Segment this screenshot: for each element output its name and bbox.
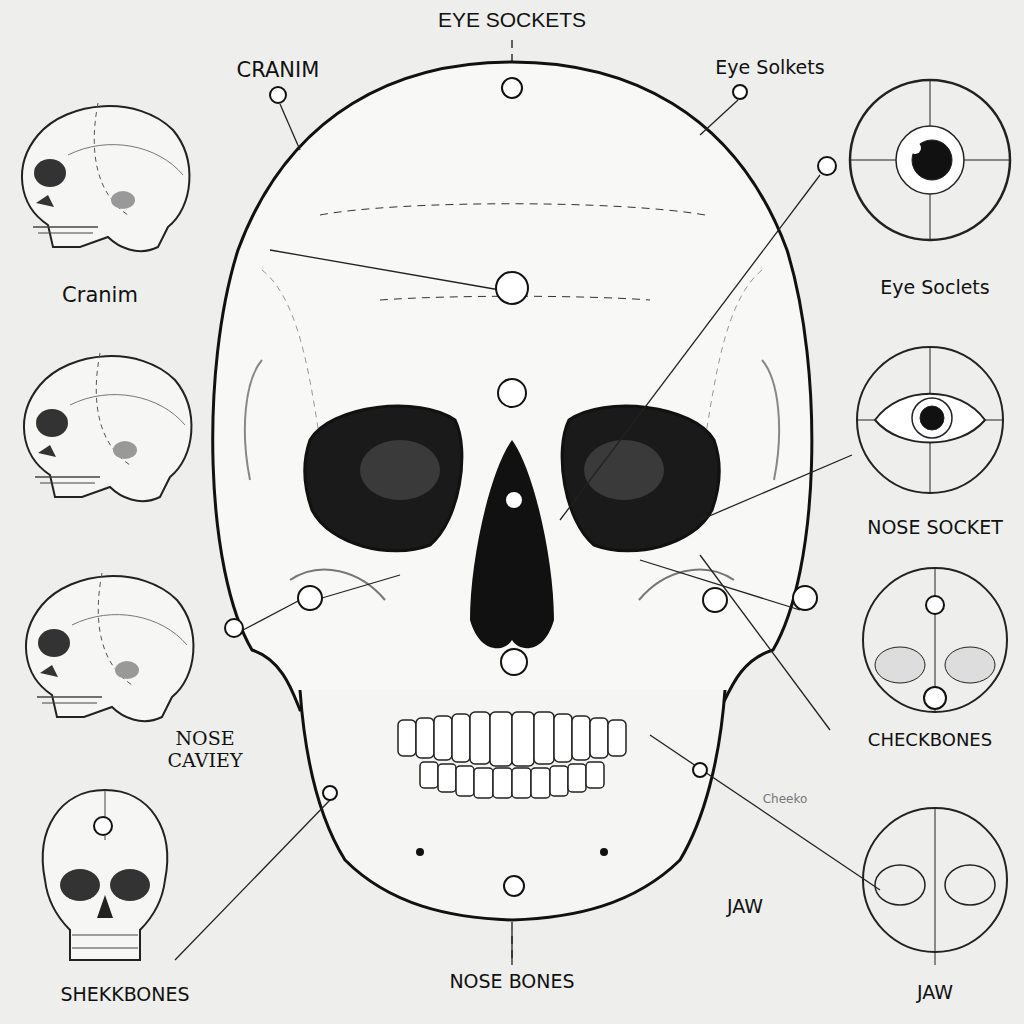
part-label: Cranim <box>59 282 141 308</box>
part-label: NOSE BONES <box>446 970 577 994</box>
part-label: Eye Soclets <box>877 276 992 300</box>
part-label: JAW <box>914 981 956 1005</box>
part-label: CHECKBONES <box>865 729 995 752</box>
part-label: NOSE CAVIEY <box>147 727 263 773</box>
part-label: CRANIM <box>234 57 323 83</box>
part-label: Eye Solkets <box>712 56 827 80</box>
part-label: SHEKKBONES <box>57 983 192 1007</box>
part-label: EYE SOCKETS <box>435 7 589 33</box>
part-label: NOSE SOCKET <box>864 516 1006 540</box>
part-label: Cheeko <box>760 792 811 808</box>
part-label: JAW <box>724 895 766 919</box>
